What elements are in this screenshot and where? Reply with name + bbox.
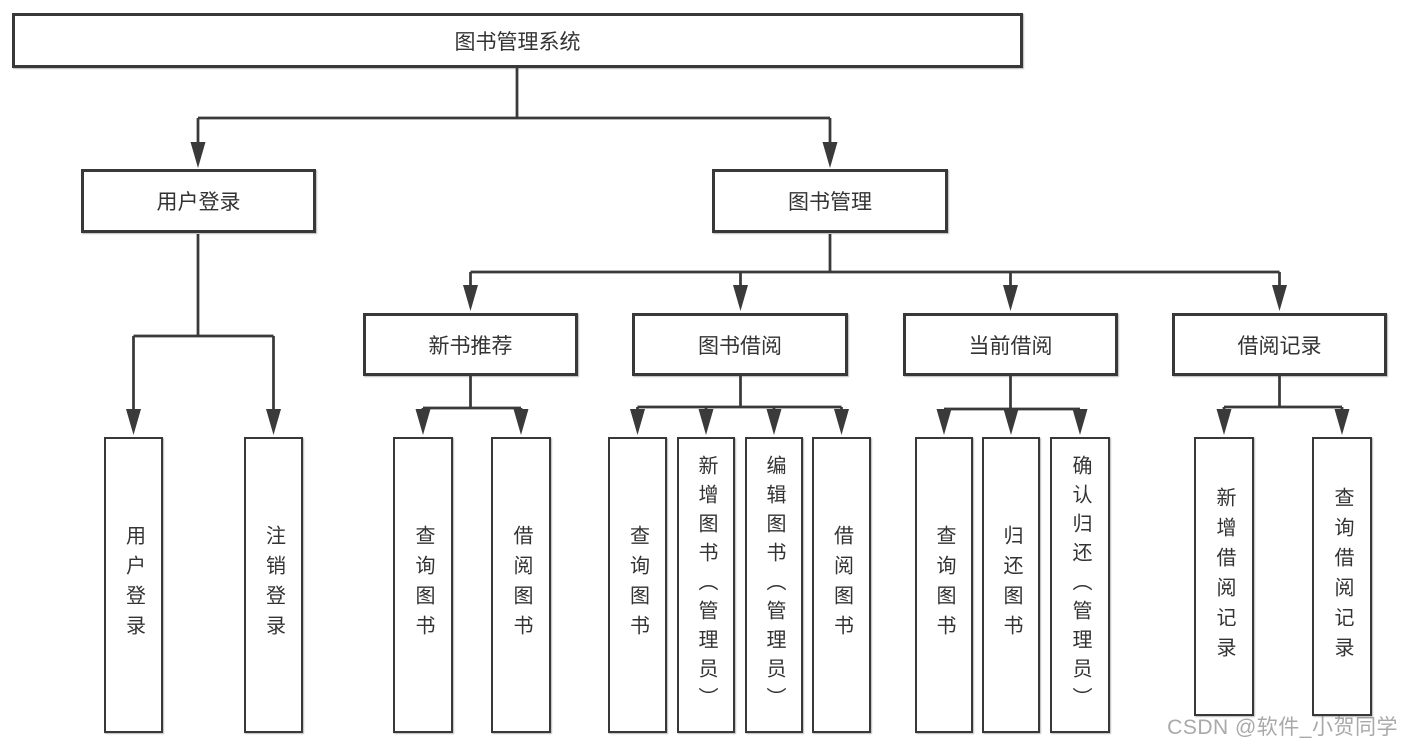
node-current-borrowing: 当前借阅 [903, 313, 1118, 376]
leaf-confirm-return-admin-label: 确认归还（管理员） [1069, 454, 1091, 716]
leaf-borrow-books-recommend: 借阅图书 [491, 437, 551, 733]
node-book-management: 图书管理 [712, 169, 948, 233]
node-library-management-system: 图书管理系统 [12, 13, 1023, 68]
leaf-query-borrow-record: 查询借阅记录 [1312, 437, 1372, 716]
leaf-logout: 注销登录 [244, 437, 303, 733]
leaf-query-books-borrow: 查询图书 [608, 437, 667, 733]
connector-lines [132, 68, 1344, 411]
connector-arrowheads [126, 142, 1350, 435]
leaf-borrow-books-borrow: 借阅图书 [812, 437, 871, 733]
leaf-query-books-current: 查询图书 [915, 437, 973, 733]
node-new-book-recommend: 新书推荐 [363, 313, 578, 376]
leaf-logout-label: 注销登录 [262, 525, 285, 645]
node-book-borrowing: 图书借阅 [632, 313, 848, 376]
leaf-edit-book-admin: 编辑图书（管理员） [745, 437, 803, 733]
leaf-return-book: 归还图书 [982, 437, 1040, 733]
leaf-query-books-recommend: 查询图书 [393, 437, 453, 733]
leaf-return-book-label: 归还图书 [1000, 525, 1022, 645]
node-user-login: 用户登录 [81, 169, 316, 233]
leaf-add-book-admin: 新增图书（管理员） [677, 437, 735, 733]
leaf-user-login: 用户登录 [104, 437, 163, 733]
leaf-edit-book-admin-label: 编辑图书（管理员） [763, 454, 785, 716]
leaf-borrow-books-borrow-label: 借阅图书 [830, 525, 853, 645]
watermark: CSDN @软件_小贺同学 [1167, 716, 1398, 739]
leaf-query-books-recommend-label: 查询图书 [412, 525, 434, 645]
leaf-query-books-borrow-label: 查询图书 [626, 525, 649, 645]
leaf-add-book-admin-label: 新增图书（管理员） [695, 454, 717, 716]
leaf-user-login-label: 用户登录 [122, 525, 145, 645]
leaf-borrow-books-recommend-label: 借阅图书 [510, 525, 532, 645]
leaf-query-borrow-record-label: 查询借阅记录 [1331, 486, 1353, 667]
leaf-add-borrow-record-label: 新增借阅记录 [1213, 486, 1235, 667]
node-borrowing-records: 借阅记录 [1172, 313, 1387, 376]
leaf-query-books-current-label: 查询图书 [933, 525, 955, 645]
leaf-confirm-return-admin: 确认归还（管理员） [1050, 437, 1110, 733]
leaf-add-borrow-record: 新增借阅记录 [1194, 437, 1254, 716]
